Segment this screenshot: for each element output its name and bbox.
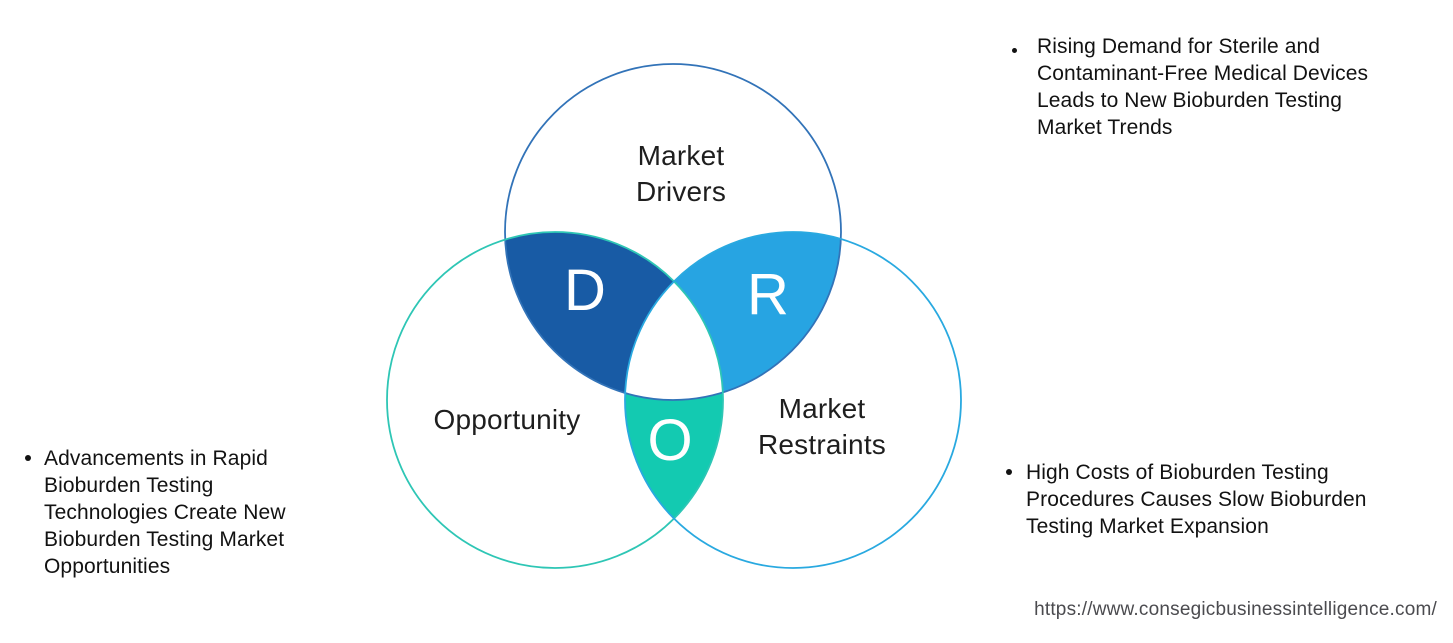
overlap-drivers-opportunity — [505, 232, 723, 400]
restraints-circle-outline — [624, 231, 962, 569]
opportunity-circle-outline — [386, 231, 724, 569]
note-opportunity-text: Advancements in Rapid Bioburden Testing … — [44, 447, 286, 578]
overlap-drivers-restraints — [625, 232, 841, 400]
opportunity-circle-label: Opportunity — [433, 404, 581, 435]
note-drivers: Rising Demand for Sterile and Contaminan… — [1012, 33, 1412, 141]
drivers-circle-label: Market Drivers — [635, 140, 727, 207]
overlap-letter-o: O — [647, 408, 693, 473]
restraints-circle-label: Market Restraints — [757, 393, 887, 460]
note-restraints-text: High Costs of Bioburden Testing Procedur… — [1026, 461, 1367, 538]
bullet-dot-icon — [1006, 469, 1012, 475]
source-url: https://www.consegicbusinessintelligence… — [1034, 599, 1437, 620]
note-opportunity: Advancements in Rapid Bioburden Testing … — [25, 445, 316, 580]
note-drivers-text: Rising Demand for Sterile and Contaminan… — [1037, 35, 1369, 139]
bullet-dot-icon — [25, 455, 31, 461]
note-restraints: High Costs of Bioburden Testing Procedur… — [1006, 459, 1404, 540]
drivers-circle-outline — [504, 63, 842, 401]
overlap-letter-r: R — [747, 262, 789, 327]
bullet-dot-icon — [1012, 48, 1017, 53]
overlap-letter-d: D — [564, 258, 606, 323]
